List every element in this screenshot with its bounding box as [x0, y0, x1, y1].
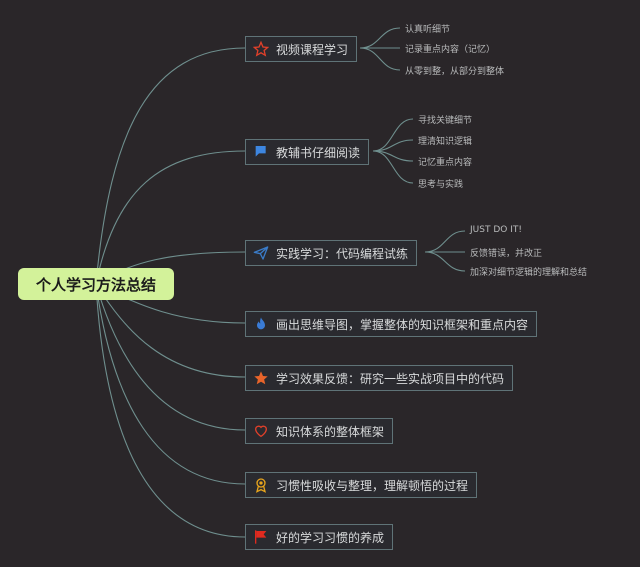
link-root-branch-6	[95, 283, 246, 431]
leaf-item: 思考与实践	[418, 180, 464, 190]
branch-good-habits[interactable]: 好的学习习惯的养成	[245, 524, 394, 550]
link-b3-leaf-3	[424, 251, 466, 272]
branch-label: 教辅书仔细阅读	[276, 145, 361, 160]
branch-label: 好的学习习惯的养成	[276, 530, 385, 545]
branch-feedback[interactable]: 学习效果反馈：研究一些实战项目中的代码	[245, 365, 514, 391]
link-root-branch-2	[95, 150, 246, 285]
link-b2-leaf-1	[372, 118, 414, 152]
flag-icon	[252, 143, 270, 161]
leaf-item: 记忆重点内容	[418, 158, 473, 168]
leaf-item: 寻找关键细节	[418, 116, 473, 126]
leaf-item: 理清知识逻辑	[418, 137, 473, 147]
leaf-item: JUST DO IT!	[470, 225, 522, 235]
root-node[interactable]: 个人学习方法总结	[18, 268, 174, 300]
branch-textbook-reading[interactable]: 教辅书仔细阅读	[245, 139, 370, 165]
flame-icon	[252, 315, 270, 333]
link-root-branch-1	[95, 47, 246, 285]
branch-label: 学习效果反馈：研究一些实战项目中的代码	[276, 371, 505, 386]
medal-icon	[252, 476, 270, 494]
link-root-branch-8	[95, 283, 246, 538]
red-flag-icon	[252, 528, 270, 546]
link-b2-leaf-2	[372, 139, 414, 152]
link-b1-leaf-1	[359, 27, 401, 49]
link-root-branch-7	[95, 283, 246, 485]
branch-habit-absorb[interactable]: 习惯性吸收与整理，理解顿悟的过程	[245, 472, 478, 498]
star-filled-icon	[252, 369, 270, 387]
leaf-item: 从零到整，从部分到整体	[405, 67, 505, 77]
branch-label: 实践学习：代码编程试练	[276, 246, 409, 261]
branch-mind-map[interactable]: 画出思维导图，掌握整体的知识框架和重点内容	[245, 311, 538, 337]
leaf-item: 反馈错误，并改正	[470, 249, 543, 259]
branch-label: 习惯性吸收与整理，理解顿悟的过程	[276, 478, 469, 493]
branch-label: 视频课程学习	[276, 42, 349, 57]
link-root-branch-5	[95, 283, 246, 378]
branch-label: 知识体系的整体框架	[276, 424, 385, 439]
link-b1-leaf-3	[359, 47, 401, 71]
leaf-item: 认真听细节	[405, 25, 451, 35]
leaf-item: 加深对细节逻辑的理解和总结	[470, 268, 588, 278]
branch-video-course[interactable]: 视频课程学习	[245, 36, 358, 62]
branch-label: 画出思维导图，掌握整体的知识框架和重点内容	[276, 317, 529, 332]
branch-practice-coding[interactable]: 实践学习：代码编程试练	[245, 240, 418, 266]
paper-plane-icon	[252, 244, 270, 262]
heart-outline-icon	[252, 422, 270, 440]
leaf-item: 记录重点内容（记忆）	[405, 45, 496, 55]
link-b3-leaf-1	[424, 230, 466, 253]
branch-knowledge-framework[interactable]: 知识体系的整体框架	[245, 418, 394, 444]
link-b2-leaf-4	[372, 150, 414, 184]
star-outline-icon	[252, 40, 270, 58]
